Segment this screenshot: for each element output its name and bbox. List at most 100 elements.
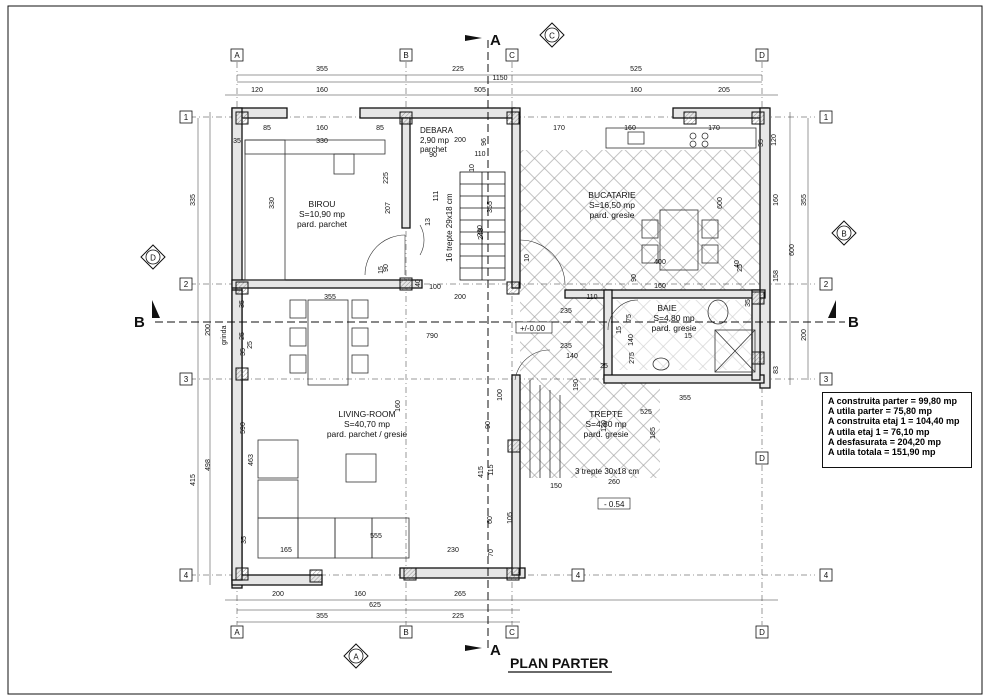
dimension-label: 120 bbox=[771, 134, 778, 146]
svg-text:4: 4 bbox=[576, 571, 581, 580]
svg-text:LIVING-ROOM: LIVING-ROOM bbox=[338, 409, 395, 419]
structural-column bbox=[403, 567, 417, 581]
axis-label: 4 bbox=[819, 568, 833, 582]
stove-burner bbox=[701, 140, 709, 148]
stove-burner bbox=[689, 132, 697, 140]
dimension-label: 111 bbox=[433, 191, 440, 202]
axis-label: 4 bbox=[571, 568, 585, 582]
dimension-label: 190 bbox=[573, 379, 580, 391]
dimension-label: 200 bbox=[801, 329, 808, 341]
dimension-label: 15 bbox=[378, 266, 385, 274]
dimension-label: 235 bbox=[560, 308, 572, 315]
dimension-label: 10 bbox=[524, 254, 531, 262]
dining-chair bbox=[351, 354, 369, 374]
dimension-label: 160 bbox=[316, 125, 328, 132]
stove-burner bbox=[689, 140, 697, 148]
kitchen-chair bbox=[701, 219, 719, 239]
dimension-label: 110 bbox=[586, 294, 597, 301]
stair-note-main: 16 trepte 29x18 cm bbox=[445, 193, 454, 262]
dimension-label: 120 bbox=[601, 420, 608, 432]
structural-column bbox=[506, 567, 520, 581]
wall-segment bbox=[511, 374, 521, 576]
dimension-label: 330 bbox=[269, 197, 276, 209]
dimension-label: 160 bbox=[630, 87, 642, 94]
dining-chair bbox=[289, 354, 307, 374]
dimension-label: 335 bbox=[190, 194, 197, 206]
structural-column bbox=[507, 439, 521, 453]
section-lines bbox=[155, 40, 845, 650]
dimension-label: 355 bbox=[801, 194, 808, 206]
structural-column bbox=[235, 367, 249, 381]
room-bucatarie: BUCATARIE S=16,50 mp pard. gresie bbox=[588, 190, 636, 220]
svg-text:B: B bbox=[403, 51, 408, 60]
svg-text:B: B bbox=[841, 230, 846, 239]
structural-column bbox=[309, 569, 323, 583]
dimension-label: 25 bbox=[247, 341, 254, 349]
dimension-label: 15 bbox=[616, 326, 623, 334]
dimension-label: 225 bbox=[383, 172, 390, 184]
axis-label: 2 bbox=[819, 277, 833, 291]
dimension-label: 25 bbox=[737, 264, 744, 272]
dimension-label: 35 bbox=[240, 348, 247, 356]
structural-column bbox=[751, 351, 765, 365]
dimension-label: 35 bbox=[758, 139, 765, 147]
dimension-label: 275 bbox=[629, 352, 636, 364]
wall-segment bbox=[511, 107, 521, 289]
dining-chair bbox=[289, 327, 307, 347]
toilet bbox=[707, 299, 729, 325]
axis-label: 1 bbox=[179, 110, 193, 124]
svg-text:1: 1 bbox=[824, 113, 829, 122]
dimension-label: 600 bbox=[717, 197, 724, 209]
dimension-label: 160 bbox=[316, 87, 328, 94]
tile-floor-areas bbox=[520, 150, 768, 478]
svg-text:2: 2 bbox=[184, 280, 189, 289]
dining-chair bbox=[351, 299, 369, 319]
dimension-label: 355 bbox=[679, 395, 691, 402]
dimension-label: 355 bbox=[316, 66, 328, 73]
dimension-label: 25 bbox=[239, 332, 246, 340]
dimension-label: 200 bbox=[205, 324, 212, 336]
dimension-label: 35 bbox=[239, 300, 246, 308]
dimension-label: 160 bbox=[773, 194, 780, 206]
section-label-a-top: A bbox=[490, 32, 501, 49]
dimension-label: 1150 bbox=[492, 75, 507, 82]
wall-segment bbox=[603, 374, 765, 384]
svg-text:pard. parchet: pard. parchet bbox=[297, 219, 348, 229]
dimension-label: 205 bbox=[718, 87, 730, 94]
svg-text:+/-0.00: +/-0.00 bbox=[520, 324, 546, 333]
dimension-label: 170 bbox=[553, 125, 565, 132]
coffee-table bbox=[345, 453, 377, 483]
axis-label: 2 bbox=[179, 277, 193, 291]
axis-label: 4 bbox=[179, 568, 193, 582]
area-summary-box: A construita parter = 99,80 mp A utila p… bbox=[822, 392, 972, 468]
svg-text:parchet: parchet bbox=[420, 145, 447, 154]
dimension-label: 40 bbox=[734, 260, 741, 268]
dimension-label: 160 bbox=[395, 400, 402, 412]
drawing-title: PLAN PARTER bbox=[510, 655, 609, 671]
axis-label: B bbox=[399, 48, 413, 62]
dimension-label: 200 bbox=[454, 137, 466, 144]
dimension-label: 555 bbox=[370, 533, 382, 540]
dimension-label: 160 bbox=[354, 591, 366, 598]
kitchen-table bbox=[659, 209, 699, 271]
walls bbox=[231, 107, 771, 589]
svg-text:A: A bbox=[234, 628, 240, 637]
dimension-label: 498 bbox=[205, 459, 212, 471]
dimension-label: 230 bbox=[447, 547, 459, 554]
dimension-label: 25 bbox=[600, 363, 608, 370]
summary-line: A construita parter = 99,80 mp bbox=[828, 396, 957, 406]
door-swings bbox=[364, 224, 639, 381]
axis-label: A bbox=[230, 48, 244, 62]
structural-column bbox=[399, 111, 413, 125]
wall-segment bbox=[751, 289, 761, 381]
svg-text:3: 3 bbox=[184, 375, 189, 384]
svg-text:2,90 mp: 2,90 mp bbox=[420, 136, 449, 145]
dimension-label: 100 bbox=[497, 389, 504, 401]
dimension-label: 105 bbox=[507, 512, 514, 524]
dimension-label: 200 bbox=[272, 591, 284, 598]
dimension-label: 96 bbox=[481, 138, 488, 146]
